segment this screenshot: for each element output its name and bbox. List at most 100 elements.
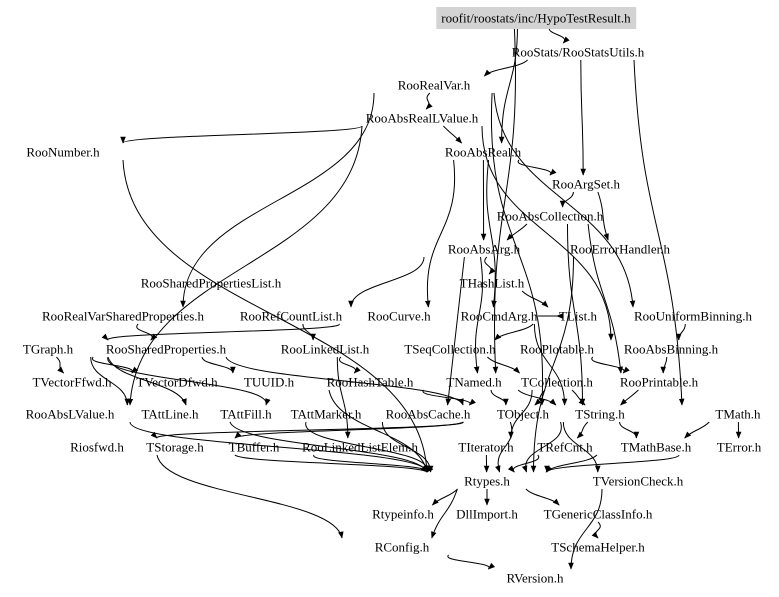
edge-tobj-riosfwd	[150, 421, 464, 439]
edge-rht-tobj	[422, 389, 476, 406]
node-label: RooAbsCollection.h	[497, 209, 604, 224]
edge-thl-tlist	[521, 290, 549, 308]
edge-rtypes-tgci	[525, 488, 560, 506]
edge-rrvsp-rsp	[136, 323, 158, 341]
edge-rsu-ras	[580, 59, 586, 176]
node-rnum: RooNumber.h	[26, 145, 100, 160]
node-label: RooAbsLValue.h	[26, 407, 115, 422]
node-rlle: RooLinkedListElem.h	[302, 440, 418, 455]
edge-rac-rprint	[587, 223, 624, 374]
edge-rac-raa	[506, 223, 528, 241]
node-label: RooNumber.h	[26, 145, 100, 160]
node-label: RooSharedPropertiesList.h	[141, 276, 282, 291]
node-label: TString.h	[575, 407, 625, 422]
edge-tbuf-rtypes	[313, 454, 434, 473]
node-tam: TAttMarker.h	[291, 407, 362, 422]
node-label: RooSharedProperties.h	[106, 342, 227, 357]
node-rver: RVersion.h	[506, 571, 564, 586]
node-label: Rtypeinfo.h	[372, 507, 434, 522]
node-label: THashList.h	[460, 276, 525, 291]
edge-rconf-rver	[447, 554, 495, 570]
edge-raa-tnamed	[473, 256, 483, 374]
node-label: RConfig.h	[375, 540, 430, 555]
edge-rarlv-rar	[443, 125, 463, 144]
edge-ras-rac	[559, 191, 574, 208]
node-racache: RooAbsCache.h	[386, 407, 471, 422]
edge-tnamed-tobj	[490, 389, 509, 406]
edge-rrv-rub	[493, 92, 636, 308]
node-label: TSeqCollection.h	[404, 342, 496, 357]
node-label: TAttLine.h	[141, 407, 199, 422]
node-tcoll: TCollection.h	[521, 375, 593, 390]
node-tvdf: TVectorDfwd.h	[136, 375, 218, 390]
edge-rplot-rprint	[591, 356, 630, 374]
node-label: TList.h	[559, 309, 597, 324]
node-label: TUUID.h	[244, 375, 295, 390]
edge-rsu-tmath	[633, 59, 685, 406]
node-label: TCollection.h	[521, 375, 593, 390]
node-taf: TAttFill.h	[220, 407, 272, 422]
node-riosfwd: Riosfwd.h	[70, 440, 124, 455]
node-label: TNamed.h	[446, 375, 502, 390]
edge-rll-rht	[338, 356, 361, 374]
node-label: RooPrintable.h	[620, 375, 699, 390]
edge-tvc-rver	[568, 488, 603, 570]
nodes: roofit/roostats/inc/HypoTestResult.hRooS…	[23, 7, 762, 586]
edge-rll-rlle	[336, 356, 351, 439]
node-label: RooRealVar.h	[398, 78, 471, 93]
node-label: TBuffer.h	[229, 440, 280, 455]
node-tvc: TVersionCheck.h	[593, 474, 684, 489]
node-ras: RooArgSet.h	[552, 177, 621, 192]
edge-rrcl-rll	[302, 323, 316, 341]
node-tbuf: TBuffer.h	[229, 440, 280, 455]
node-tseq: TSeqCollection.h	[404, 342, 496, 357]
node-label: TGraph.h	[23, 342, 74, 357]
node-rrcl: RooRefCountList.h	[240, 309, 343, 324]
edge-rarlv-rnum	[120, 125, 363, 144]
node-rar: RooAbsReal.h	[445, 145, 522, 160]
node-tuuid: TUUID.h	[244, 375, 295, 390]
node-label: TRefCnt.h	[537, 440, 593, 455]
node-rsp: RooSharedProperties.h	[106, 342, 227, 357]
node-rub: RooUniformBinning.h	[634, 309, 753, 324]
node-rcur: RooCurve.h	[367, 309, 431, 324]
edge-tnamed-tstr	[517, 389, 557, 406]
node-rac: RooAbsCollection.h	[497, 209, 604, 224]
node-label: RooHashTable.h	[327, 375, 414, 390]
node-label: TVectorDfwd.h	[136, 375, 218, 390]
edge-tal-rtypes	[229, 421, 428, 473]
edges	[56, 25, 742, 570]
node-tmath: TMath.h	[715, 407, 761, 422]
node-label: TError.h	[717, 440, 762, 455]
node-label: RooPlotable.h	[520, 342, 595, 357]
node-label: RooAbsRealLValue.h	[366, 111, 479, 126]
node-label: RooAbsCache.h	[386, 407, 471, 422]
node-label: TMath.h	[715, 407, 761, 422]
node-trc: TRefCnt.h	[537, 440, 593, 455]
node-label: RooLinkedListElem.h	[302, 440, 418, 455]
node-label: RooUniformBinning.h	[634, 309, 753, 324]
edge-rprint-tstr	[620, 389, 639, 406]
node-rtypes: Rtypes.h	[464, 474, 510, 489]
edge-ras-reh	[597, 191, 609, 241]
edge-raa-rrcl	[348, 256, 425, 308]
node-raa: RooAbsArg.h	[448, 242, 521, 257]
edge-rrv-rrvsp	[180, 92, 375, 308]
node-label: TObject.h	[497, 407, 550, 422]
node-label: RooStats/RooStatsUtils.h	[512, 45, 645, 60]
edge-rar-rcur	[424, 159, 456, 308]
edge-rarlv-ralv	[127, 125, 363, 406]
node-tgraph: TGraph.h	[23, 342, 74, 357]
edge-tgraph-tam	[107, 356, 271, 406]
node-label: RooCmdArg.h	[461, 309, 538, 324]
edge-riosfwd-rconf	[156, 454, 344, 539]
edge-rar-rca	[486, 159, 497, 308]
edge-rnum-rtypes	[122, 159, 430, 473]
node-rrvsp: RooRealVarSharedProperties.h	[42, 309, 205, 324]
edge-tgraph-taf	[107, 356, 187, 406]
node-label: RVersion.h	[506, 571, 564, 586]
edge-ralv-rtypes	[129, 421, 430, 473]
node-label: RooAbsReal.h	[445, 145, 522, 160]
node-label: RooErrorHandler.h	[570, 242, 671, 257]
root-node-box	[436, 7, 637, 29]
